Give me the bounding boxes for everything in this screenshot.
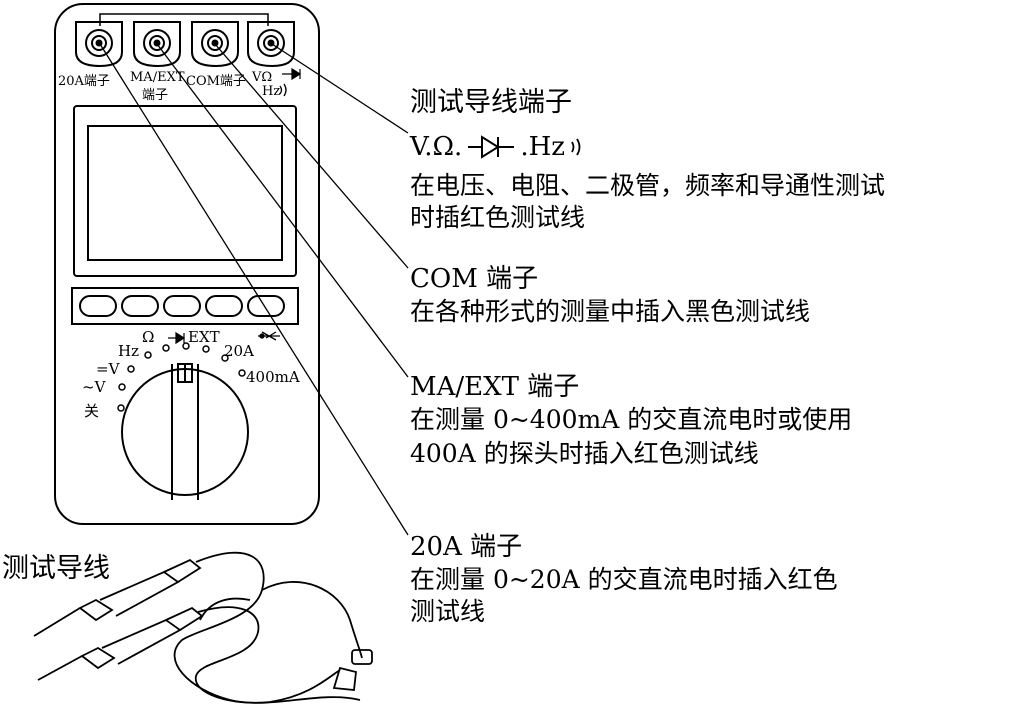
- annotation-v-line1: 在电压、电阻、二极管，频率和导通性测试: [410, 171, 886, 200]
- dial-label-ac-v: ~V: [82, 378, 106, 396]
- diode-icon: [282, 67, 302, 81]
- jack-ma-ext: [133, 21, 181, 68]
- dial-label-400ma: 400mA: [246, 368, 300, 386]
- terminal-label-v-ohm: VΩ: [252, 70, 273, 85]
- annotation-ma-line2: 400A 的探头时插入红色测试线: [410, 439, 759, 468]
- jack-v-ohm: [247, 21, 295, 68]
- terminal-label-20a: 20A端子: [58, 74, 110, 89]
- function-buttons: [71, 287, 299, 325]
- annotation-20a-line2: 测试线: [410, 597, 486, 626]
- annotation-com-title: COM 端子: [410, 264, 539, 294]
- continuity-icon: [279, 83, 287, 97]
- annotation-heading: 测试导线端子: [410, 87, 572, 118]
- leader-lines: [99, 43, 409, 536]
- test-leads-label: 测试导线: [2, 553, 110, 584]
- diode-icon: [468, 135, 515, 159]
- dial-label-hz: Hz: [118, 342, 139, 360]
- dial-position-dots: [117, 342, 246, 412]
- dial-label-dc-v: =V: [96, 360, 120, 378]
- jack-com: [191, 21, 239, 68]
- dial-label-ohm: Ω: [142, 328, 155, 346]
- annotation-com-line1: 在各种形式的测量中插入黑色测试线: [410, 297, 811, 326]
- annotation-v-title-suffix: .Hz: [520, 132, 565, 162]
- terminal-label-ma-ext-sub: 端子: [142, 88, 169, 103]
- rotary-switch: [121, 363, 249, 500]
- dial-diode-icon: [168, 331, 186, 345]
- continuity-icon: [571, 138, 581, 156]
- annotation-20a-line1: 在测量 0~20A 的交直流电时插入红色: [410, 565, 838, 594]
- meter-body: [54, 3, 320, 525]
- terminal-label-ma-ext: MA/EXT: [130, 70, 185, 85]
- annotation-20a-title: 20A 端子: [410, 532, 523, 562]
- dial-label-20a: 20A: [224, 342, 254, 360]
- annotation-v-title: V.Ω. .Hz: [410, 132, 589, 162]
- test-leads: [33, 551, 373, 704]
- annotation-v-title-prefix: V.Ω.: [410, 132, 463, 162]
- annotation-ma-line1: 在测量 0~400mA 的交直流电时或使用: [410, 405, 853, 434]
- annotation-v-line2: 时插红色测试线: [410, 203, 586, 232]
- lcd-display: [73, 105, 297, 277]
- terminal-label-com: COM端子: [186, 74, 246, 89]
- jack-20a: [75, 21, 123, 68]
- annotation-ma-title: MA/EXT 端子: [410, 372, 580, 402]
- terminal-label-hz: Hz: [262, 84, 281, 99]
- ground-terminal-icon: [258, 331, 280, 341]
- dial-label-ext: EXT: [188, 328, 220, 346]
- dial-label-off: 关: [84, 402, 100, 420]
